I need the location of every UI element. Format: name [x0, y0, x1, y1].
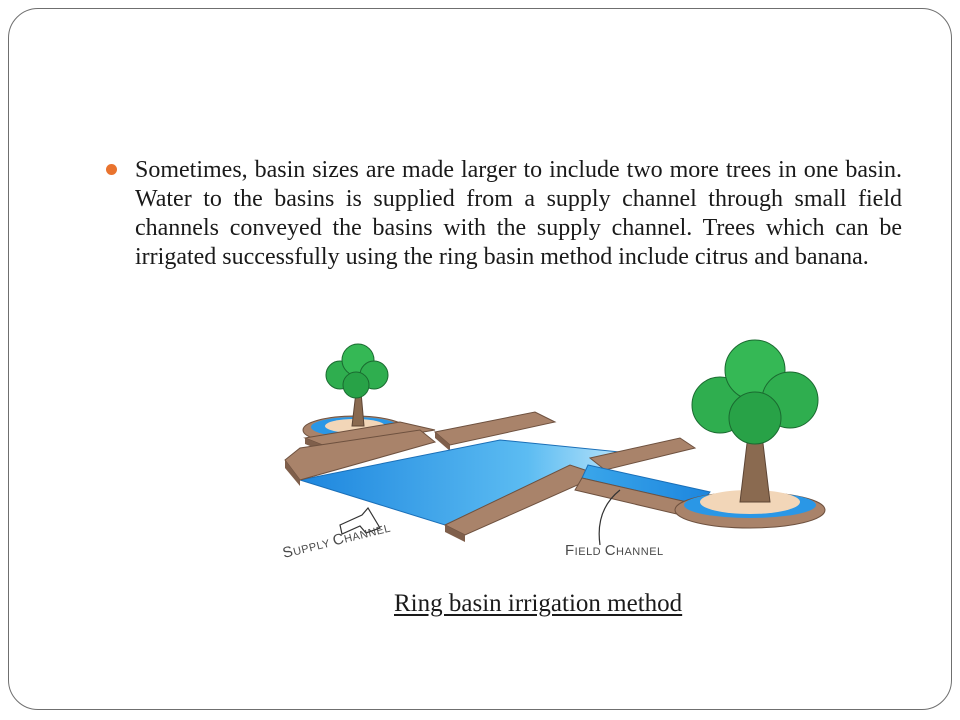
field-channel-label: FIELD CHANNEL: [565, 542, 664, 559]
bullet-dot-icon: [106, 164, 117, 175]
field-pointer-icon: [598, 489, 621, 546]
upper-dike: [433, 411, 557, 451]
right-upper-dike: [588, 437, 697, 471]
svg-text:FIELD CHANNEL: FIELD CHANNEL: [565, 542, 664, 559]
slide-frame: [8, 8, 952, 710]
bullet-item: Sometimes, basin sizes are made larger t…: [106, 156, 902, 296]
ring-basin-illustration: SUPPLY CHANNEL FIELD CHANNEL: [281, 339, 826, 562]
front-left-dike: [284, 429, 437, 486]
supply-arrow-icon: [339, 506, 381, 535]
left-tree: [325, 343, 389, 427]
figure-caption: Ring basin irrigation method: [394, 590, 683, 617]
svg-text:SUPPLY CHANNEL: SUPPLY CHANNEL: [281, 519, 392, 562]
bullet-text: Sometimes, basin sizes are made larger t…: [135, 157, 902, 270]
supply-channel-label: SUPPLY CHANNEL: [281, 519, 392, 562]
right-tree: [691, 339, 819, 503]
right-basin: [674, 490, 826, 529]
